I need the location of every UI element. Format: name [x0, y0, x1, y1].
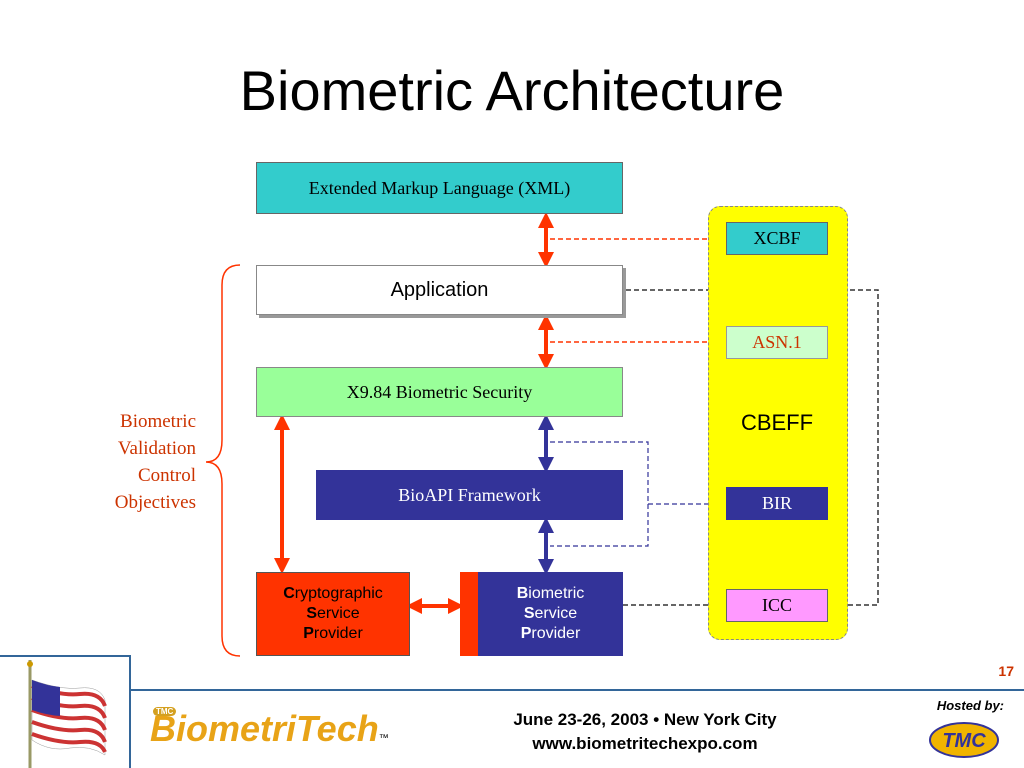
biometritech-tm: ™	[378, 733, 389, 744]
curly-brace	[205, 264, 241, 657]
biometric-service-provider-box: Biometric Service Provider	[478, 572, 623, 656]
bsp-initial-b: B	[516, 585, 529, 602]
bsp-initial-p: P	[520, 625, 532, 642]
cryptographic-service-provider-box: Cryptographic Service Provider	[256, 572, 410, 656]
event-info: June 23-26, 2003 • New York City www.bio…	[470, 708, 820, 756]
biometritech-logo: BiometriTech™	[150, 708, 400, 749]
dash-app-icc	[626, 289, 879, 606]
bsp-word-2: ervice	[534, 605, 578, 622]
xcbf-box: XCBF	[726, 222, 828, 255]
tmc-badge-small: TMC	[153, 707, 177, 716]
biometritech-logo-text: BiometriTech	[150, 708, 379, 749]
icc-box: ICC	[726, 589, 828, 622]
hosted-by-label: Hosted by:	[936, 698, 1004, 713]
bvco-line-1: Biometric	[120, 411, 196, 432]
tmc-logo-text: TMC	[942, 730, 986, 752]
csp-word-3: rovider	[313, 625, 363, 642]
csp-initial-c: C	[283, 585, 295, 602]
application-box: Application	[256, 265, 623, 315]
bir-box: BIR	[726, 487, 828, 520]
tmc-logo: TMC	[929, 722, 999, 758]
csp-initial-s: S	[306, 605, 317, 622]
bsp-initial-s: S	[523, 605, 535, 622]
bvco-line-4: Objectives	[114, 492, 196, 513]
asn1-box: ASN.1	[726, 326, 828, 359]
cbeff-label: CBEFF	[740, 410, 814, 435]
cbeff-container	[708, 206, 848, 640]
flag-frame	[0, 655, 131, 768]
event-date-line: June 23-26, 2003 • New York City	[513, 710, 777, 729]
csp-word-1: ryptographic	[294, 585, 383, 602]
slide-title: Biometric Architecture	[239, 59, 785, 122]
bvco-line-3: Control	[137, 465, 196, 486]
bvco-line-2: Validation	[117, 438, 196, 459]
x984-box: X9.84 Biometric Security	[256, 367, 623, 417]
us-flag-icon	[27, 660, 107, 768]
event-url[interactable]: www.biometritechexpo.com	[532, 734, 758, 753]
bsp-word-3: rovider	[531, 625, 581, 642]
slide-number: 17	[998, 663, 1014, 679]
bsp-word-1: iometric	[528, 585, 585, 602]
dash-bioapi-bracket	[550, 441, 649, 547]
validation-objectives-label: Biometric Validation Control Objectives	[80, 408, 196, 516]
bioapi-framework-box: BioAPI Framework	[316, 470, 623, 520]
csp-initial-p: P	[303, 625, 314, 642]
bsp-red-strip	[460, 572, 478, 656]
xml-box: Extended Markup Language (XML)	[256, 162, 623, 214]
csp-word-2: ervice	[316, 605, 360, 622]
